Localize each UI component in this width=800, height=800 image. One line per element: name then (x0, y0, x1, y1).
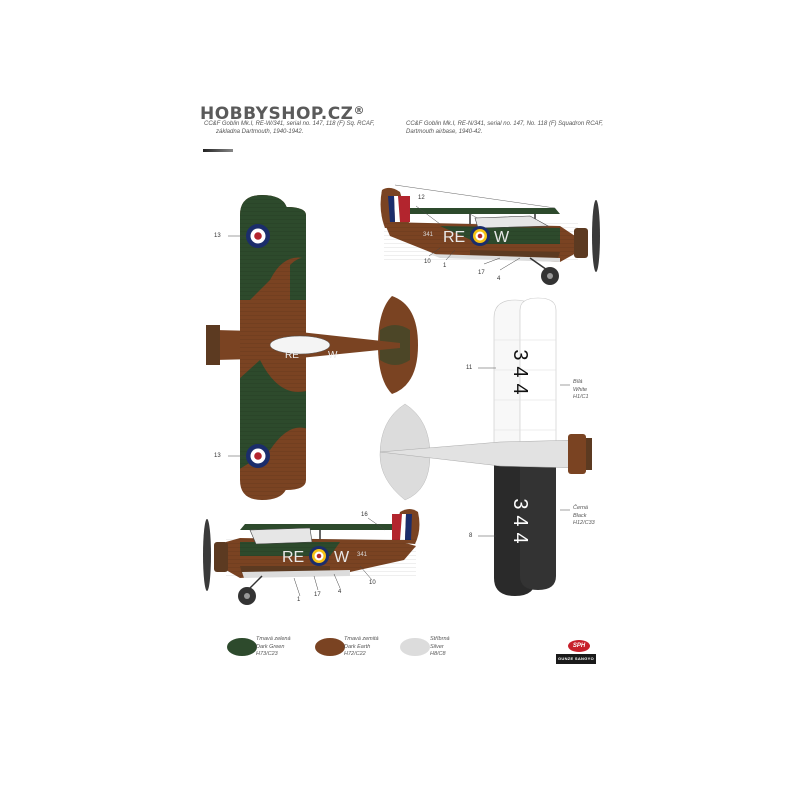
caption-english: CC&F Goblin Mk.I, RE-N/341, serial no. 1… (406, 120, 636, 136)
side-lower-code-letters: RE (282, 549, 304, 566)
caption-czech: CC&F Goblin Mk.I, RE-W/341, serial no. 1… (204, 120, 404, 136)
side-upper-code-letters: RE (443, 229, 465, 246)
legend-dark-green-text: Tmavá zelená Dark Green H73/C23 (256, 636, 291, 659)
side-view-lower: RE W 341 (203, 509, 420, 605)
caption-english-line-1: CC&F Goblin Mk.I, RE-N/341, serial no. 1… (406, 121, 604, 127)
legend-silver-czech: Stříbrná (430, 636, 450, 642)
color-note-white: Bílá White H1/C1 (573, 379, 589, 402)
callout-17-top: 17 (478, 270, 485, 276)
legend-item-dark-green (227, 638, 257, 656)
callout-8: 8 (469, 533, 473, 539)
legend-dark-green-english: Dark Green (256, 643, 285, 650)
callout-12: 12 (418, 195, 425, 201)
side-upper-fin-number: 341 (423, 232, 434, 238)
side-view-upper: RE W 341 (380, 184, 600, 285)
watermark-mark: ® (353, 104, 365, 117)
legend-dark-earth-czech: Tmavá zemitá (344, 636, 379, 642)
side-lower-code-individual: W (334, 549, 350, 566)
gunze-sangyo-logo-text: GUNZE SANGYO (557, 656, 595, 661)
legend-silver-text: Stříbrná Silver H8/C8 (430, 636, 450, 659)
callout-10-bottom: 10 (369, 580, 376, 586)
callout-1-top: 1 (443, 263, 447, 269)
dark-green-swatch (227, 638, 257, 656)
callout-4-top: 4 (497, 276, 501, 282)
legend-item-silver (400, 638, 430, 656)
legend-silver-english: Silver (430, 643, 444, 650)
underside-serial-white: 344 (509, 349, 531, 400)
hobbyshop-watermark: HOBBYSHOP.CZ® (200, 104, 365, 124)
plan-roundel-lower (246, 444, 270, 468)
color-note-black-code: H12/C33 (573, 520, 595, 526)
sph-logo: SPH (568, 640, 590, 652)
color-note-black-czech: Černá (573, 505, 588, 511)
silver-swatch (400, 638, 430, 656)
caption-czech-line-2: základna Dartmouth, 1940-1942. (216, 129, 304, 135)
legend-dark-green-code: H73/C23 (256, 651, 278, 657)
legend-dark-earth-english: Dark Earth (344, 643, 371, 650)
legend-dark-green-czech: Tmavá zelená (256, 636, 291, 642)
color-note-white-english: White (573, 386, 588, 393)
callout-4-bottom: 4 (338, 589, 342, 595)
callout-1-bottom: 1 (297, 597, 301, 603)
sph-logo-text: SPH (572, 643, 586, 649)
color-note-black: Černá Black H12/C33 (573, 505, 595, 528)
callout-11: 11 (466, 365, 473, 371)
color-note-white-code: H1/C1 (573, 394, 589, 400)
color-note-black-english: Black (573, 512, 587, 519)
callout-10-top: 10 (424, 259, 431, 265)
callout-13-lower: 13 (214, 453, 221, 459)
callout-17-bottom: 17 (314, 592, 321, 598)
caption-czech-line-1: CC&F Goblin Mk.I, RE-W/341, serial no. 1… (204, 121, 375, 127)
callout-16: 16 (361, 512, 368, 518)
callout-13-upper: 13 (214, 233, 221, 239)
gunze-sangyo-logo: GUNZE SANGYO (556, 654, 596, 664)
legend-item-dark-earth (315, 638, 345, 656)
side-lower-fin-number: 341 (357, 552, 368, 558)
plan-code-individual: W (328, 350, 338, 361)
underside-serial-black: 344 (509, 498, 531, 549)
legend-dark-earth-code: H72/C22 (344, 651, 366, 657)
plan-code-letters: RE (285, 350, 299, 361)
caption-rule (203, 149, 233, 152)
plan-roundel-upper (246, 224, 270, 248)
caption-english-line-2: Dartmouth airbase, 1940-42. (406, 129, 483, 135)
side-upper-code-individual: W (494, 229, 510, 246)
plan-view: RE W (206, 195, 418, 500)
color-note-white-czech: Bílá (573, 379, 583, 385)
legend-silver-code: H8/C8 (430, 651, 446, 657)
dark-earth-swatch (315, 638, 345, 656)
legend-dark-earth-text: Tmavá zemitá Dark Earth H72/C22 (344, 636, 379, 659)
underside-view: 344 344 (379, 297, 592, 596)
watermark-text: HOBBYSHOP.CZ (200, 104, 354, 124)
